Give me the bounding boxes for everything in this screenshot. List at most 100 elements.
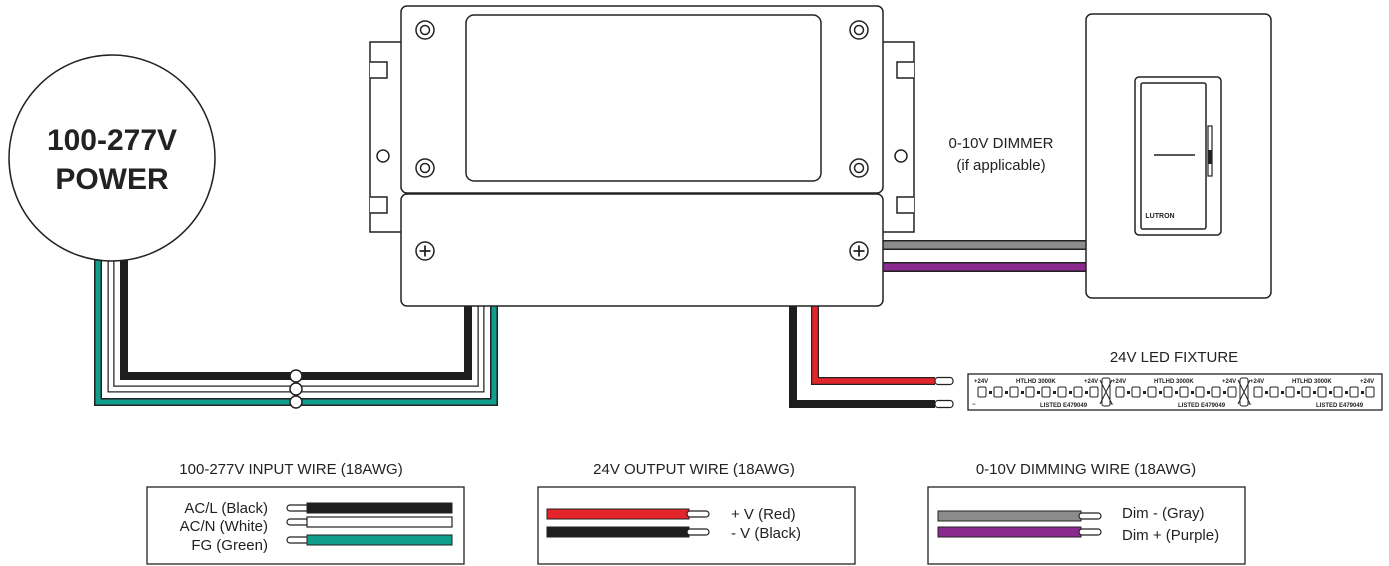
resistor — [1069, 391, 1072, 394]
led-chip — [1179, 386, 1189, 398]
resistor — [1159, 391, 1162, 394]
legend-output-title: 24V OUTPUT WIRE (18AWG) — [593, 461, 795, 478]
resistor — [1313, 391, 1316, 394]
terminal-screw-icon — [415, 241, 435, 261]
wire-tie — [289, 382, 303, 396]
led-chip — [1301, 386, 1311, 398]
legend-dimming-wire-label: Dim - (Gray) — [1122, 505, 1205, 522]
resistor — [1175, 391, 1178, 394]
legend-input-title: 100-277V INPUT WIRE (18AWG) — [179, 461, 402, 478]
led-chip — [1195, 386, 1205, 398]
led-chip — [1333, 386, 1343, 398]
led-fixture-title: 24V LED FIXTURE — [1110, 349, 1238, 366]
led-chip — [1131, 386, 1141, 398]
resistor — [1005, 391, 1008, 394]
led-model-label: HTLHD 3000K — [1154, 379, 1194, 385]
screw-icon — [849, 20, 869, 40]
led-minus-label: − — [1110, 402, 1114, 408]
legend-input-swatch-0 — [306, 502, 453, 514]
dimmer-switch: LUTRON — [1085, 13, 1272, 299]
led-strip: +24V +24V − HTLHD 3000K LISTED E479049 +24V +2… — [967, 373, 1383, 411]
led-plus-label: +24V — [1250, 379, 1264, 385]
solder-pad — [1101, 377, 1111, 407]
resistor — [1265, 391, 1268, 394]
resistor — [1223, 391, 1226, 394]
mounting-flange-right — [883, 41, 915, 233]
led-chip — [1285, 386, 1295, 398]
resistor — [1191, 391, 1194, 394]
resistor — [1143, 391, 1146, 394]
led-chip — [977, 386, 987, 398]
legend-output-swatch-1 — [546, 526, 690, 538]
led-model-label: HTLHD 3000K — [1016, 379, 1056, 385]
legend-input: 100-277V INPUT WIRE (18AWG) AC/L (Black)… — [146, 461, 465, 565]
led-chip — [1211, 386, 1221, 398]
led-minus-label: − — [1248, 402, 1252, 408]
resistor — [1037, 391, 1040, 394]
led-chip — [1025, 386, 1035, 398]
power-source-line2: POWER — [55, 163, 169, 196]
legend-input-wire-label: AC/N (White) — [180, 518, 268, 535]
led-plus-label: +24V — [1222, 379, 1236, 385]
screw-icon — [849, 158, 869, 178]
legend-input-swatch-2 — [306, 534, 453, 546]
led-model-label: HTLHD 3000K — [1292, 379, 1332, 385]
screw-icon — [415, 158, 435, 178]
legend-input-wire-label: AC/L (Black) — [184, 500, 268, 517]
resistor — [1297, 391, 1300, 394]
legend-output-swatch-0 — [546, 508, 690, 520]
led-chip — [1163, 386, 1173, 398]
resistor — [1281, 391, 1284, 394]
led-plus-label: +24V — [1112, 379, 1126, 385]
legend-output: 24V OUTPUT WIRE (18AWG) + V (Red) - V (B… — [537, 461, 856, 565]
power-source-line1: 100-277V — [47, 124, 177, 157]
led-listing-label: LISTED E479049 — [1178, 403, 1226, 409]
dimmer-brand: LUTRON — [1145, 213, 1174, 220]
dimmer-subtitle: (if applicable) — [956, 157, 1045, 174]
led-chip — [1009, 386, 1019, 398]
led-chip — [1057, 386, 1067, 398]
wire-tie — [289, 395, 303, 409]
led-listing-label: LISTED E479049 — [1316, 403, 1364, 409]
legend-dimming-swatch-0 — [937, 510, 1082, 522]
led-listing-label: LISTED E479049 — [1040, 403, 1088, 409]
led-plus-label: +24V — [1360, 379, 1374, 385]
terminal-screw-icon — [849, 241, 869, 261]
resistor — [1345, 391, 1348, 394]
led-plus-label: +24V — [1084, 379, 1098, 385]
led-plus-label: +24V — [974, 379, 988, 385]
output-wire-bundle — [789, 306, 954, 409]
resistor — [1361, 391, 1364, 394]
solder-pad — [1239, 377, 1249, 407]
legend-input-swatch-1 — [306, 516, 453, 528]
dimmer-paddle — [1140, 82, 1207, 230]
resistor — [1127, 391, 1130, 394]
legend-output-wire-label: + V (Red) — [731, 506, 796, 523]
power-source: 100-277V POWER — [8, 54, 216, 262]
led-chip — [1089, 386, 1099, 398]
legend-dimming-title: 0-10V DIMMING WIRE (18AWG) — [976, 461, 1196, 478]
driver-label-area — [465, 14, 822, 182]
wire-tie — [289, 369, 303, 383]
input-wire-bundle — [94, 248, 498, 409]
led-chip — [1365, 386, 1375, 398]
resistor — [1085, 391, 1088, 394]
mounting-flange-left — [369, 41, 401, 233]
legend-output-wire-label: - V (Black) — [731, 525, 801, 542]
led-chip — [1253, 386, 1263, 398]
led-chip — [1349, 386, 1359, 398]
legend-input-wire-label: FG (Green) — [191, 537, 268, 554]
resistor — [1207, 391, 1210, 394]
led-chip — [1073, 386, 1083, 398]
screw-icon — [415, 20, 435, 40]
led-chip — [1041, 386, 1051, 398]
led-chip — [993, 386, 1003, 398]
legend-dimming-swatch-1 — [937, 526, 1082, 538]
led-minus-label: − — [972, 402, 976, 408]
resistor — [1053, 391, 1056, 394]
led-chip — [1227, 386, 1237, 398]
resistor — [1329, 391, 1332, 394]
legend-dimming-wire-label: Dim + (Purple) — [1122, 527, 1219, 544]
dimmer-title: 0-10V DIMMER — [948, 135, 1053, 152]
